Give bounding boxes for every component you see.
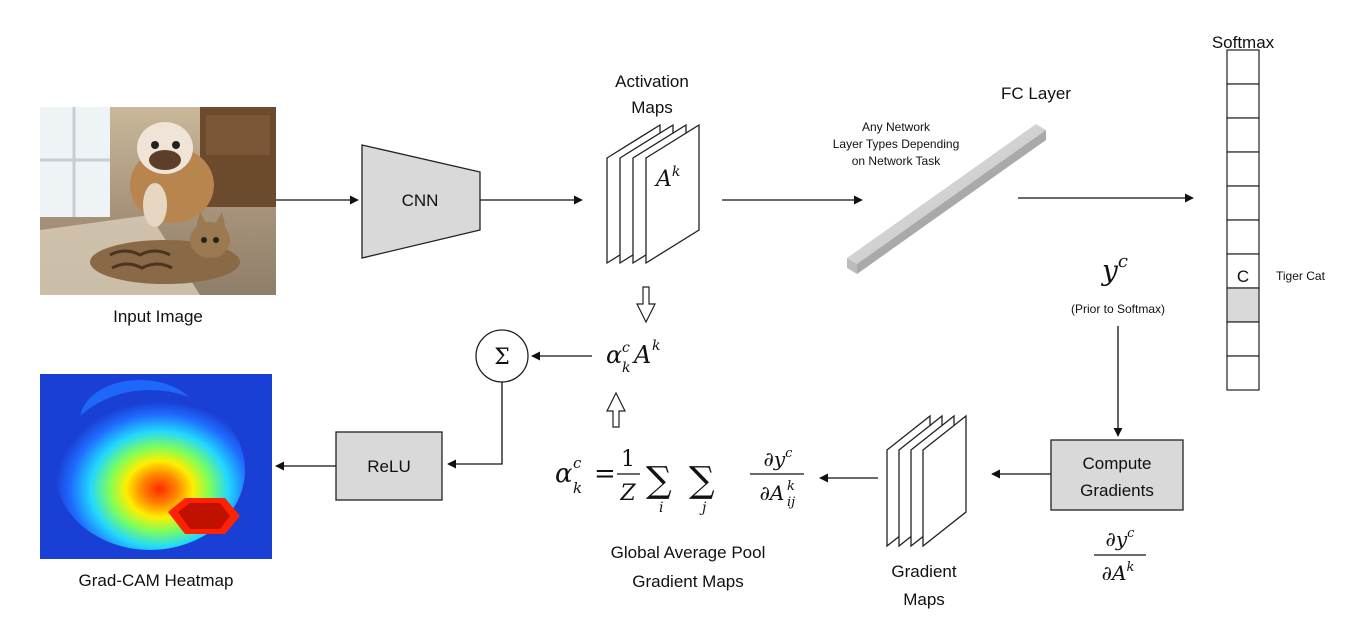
cnn-block (361, 144, 481, 259)
gradient-maps-label-line1: Gradient (891, 562, 956, 581)
softmax-cell (1226, 117, 1260, 153)
tiger-cat-label: Tiger Cat (1276, 269, 1326, 283)
svg-text:A: A (632, 341, 651, 369)
activation-maps-label-line1: Activation (615, 72, 689, 91)
svg-text:∂A: ∂A (760, 481, 785, 505)
softmax-cell-highlight (1226, 287, 1260, 323)
compute-gradients-box (1050, 439, 1184, 511)
softmax-cell (1226, 355, 1260, 391)
svg-text:α: α (606, 341, 622, 369)
svg-text:∂Ak: ∂Ak (1102, 560, 1135, 585)
softmax-label: Softmax (1212, 33, 1275, 52)
relu-label: ReLU (367, 457, 410, 476)
activation-maps-stack (606, 123, 700, 265)
partial-derivative: ∂yc ∂Ak (1094, 526, 1146, 585)
gradcam-heatmap-label: Grad-CAM Heatmap (79, 571, 234, 590)
yc-symbol: yc (1100, 251, 1128, 287)
gap-label-line1: Global Average Pool (611, 543, 766, 562)
svg-text:∂yc: ∂yc (764, 446, 794, 471)
compute-gradients-label-line1: Compute (1083, 454, 1152, 473)
activation-map-symbol: Ak (654, 164, 680, 192)
gap-label-line2: Gradient Maps (632, 572, 744, 591)
alpha-formula: α c k = 1 Z ∑ i ∑ j ∂yc ∂A k ij (555, 446, 804, 516)
hollow-arrow-up (606, 391, 626, 428)
softmax-cell (1226, 151, 1260, 187)
svg-text:Z: Z (619, 481, 636, 506)
prior-to-softmax-label: (Prior to Softmax) (1071, 302, 1165, 316)
softmax-highlight-label: C (1237, 267, 1249, 286)
svg-text:∑: ∑ (646, 460, 672, 501)
any-network-label-line2: Layer Types Depending (833, 137, 960, 151)
input-image (40, 107, 276, 295)
fc-layer-label: FC Layer (1001, 84, 1071, 103)
svg-text:c: c (573, 454, 582, 472)
svg-text:c: c (622, 340, 630, 356)
softmax-column (1226, 49, 1260, 391)
svg-text:k: k (622, 360, 630, 376)
svg-text:ij: ij (787, 495, 795, 510)
softmax-cell (1226, 253, 1260, 289)
any-network-label-line3: on Network Task (852, 154, 941, 168)
svg-text:k: k (787, 479, 795, 494)
gradient-maps-label-line2: Maps (903, 590, 945, 609)
softmax-cell (1226, 185, 1260, 221)
softmax-cell (1226, 49, 1260, 85)
svg-text:k: k (652, 338, 660, 354)
weighted-activation: α c k A k (606, 338, 660, 376)
fc-layer-block (847, 124, 1046, 274)
softmax-cell (1226, 219, 1260, 255)
softmax-cell (1226, 83, 1260, 119)
svg-text:1: 1 (621, 447, 635, 472)
arrow-sigma-to-relu (447, 382, 503, 469)
activation-maps-label-line2: Maps (631, 98, 673, 117)
hollow-arrow-down (636, 286, 656, 324)
svg-text:k: k (573, 479, 582, 497)
svg-text:α: α (555, 459, 573, 489)
any-network-label-line1: Any Network (862, 120, 931, 134)
input-image-label: Input Image (113, 307, 203, 326)
svg-text:∑: ∑ (689, 460, 715, 501)
cnn-label: CNN (402, 191, 439, 210)
svg-text:∂yc: ∂yc (1106, 526, 1136, 551)
compute-gradients-label-line2: Gradients (1080, 481, 1154, 500)
svg-text:=: = (594, 459, 616, 489)
svg-text:j: j (699, 500, 707, 516)
gradient-maps-stack (886, 414, 967, 548)
sigma-symbol: Σ (494, 345, 510, 370)
svg-text:i: i (659, 500, 663, 516)
gradcam-heatmap (40, 374, 272, 559)
softmax-cell (1226, 321, 1260, 357)
